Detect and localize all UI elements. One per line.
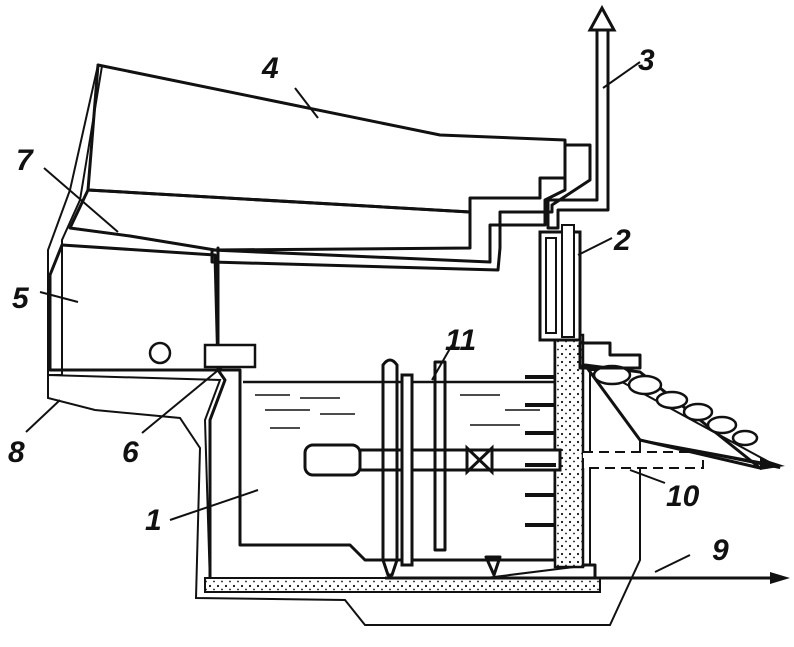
chamber-floor xyxy=(204,577,601,593)
manhole-inner xyxy=(545,237,557,334)
label-8: 8 xyxy=(8,436,25,469)
inlet-collar xyxy=(203,343,257,369)
drain-arrow-icon xyxy=(770,572,790,584)
label-9: 9 xyxy=(712,534,729,567)
label-3: 3 xyxy=(638,44,655,77)
manhole-inner-2 xyxy=(561,224,575,338)
strainer xyxy=(303,443,362,477)
top-soil xyxy=(86,63,567,214)
label-1: 1 xyxy=(145,504,162,537)
label-5: 5 xyxy=(12,282,30,315)
label-10: 10 xyxy=(666,480,700,513)
overflow-pipe xyxy=(381,358,399,577)
label-6: 6 xyxy=(122,436,139,469)
vent-pipe xyxy=(546,28,610,230)
water-lines xyxy=(255,394,540,429)
label-2: 2 xyxy=(613,224,631,257)
stone-filter xyxy=(48,243,220,372)
right-stones xyxy=(592,364,759,447)
gate-valve-icon xyxy=(465,444,494,476)
step xyxy=(578,341,642,370)
inlet-pipe xyxy=(148,341,172,365)
vent-arrow-icon xyxy=(587,4,617,32)
label-7: 7 xyxy=(16,144,34,177)
label-4: 4 xyxy=(261,52,279,85)
drain-funnel xyxy=(484,555,502,577)
outflow-arrow-icon xyxy=(760,458,785,470)
roof-slab xyxy=(210,143,592,272)
spring-outflow xyxy=(639,439,776,466)
label-11: 11 xyxy=(445,324,476,357)
ladder-rungs xyxy=(525,375,556,527)
outgoing-pipe xyxy=(582,451,704,469)
overflow-pipe-2 xyxy=(400,373,414,567)
leader-lines xyxy=(25,61,691,573)
